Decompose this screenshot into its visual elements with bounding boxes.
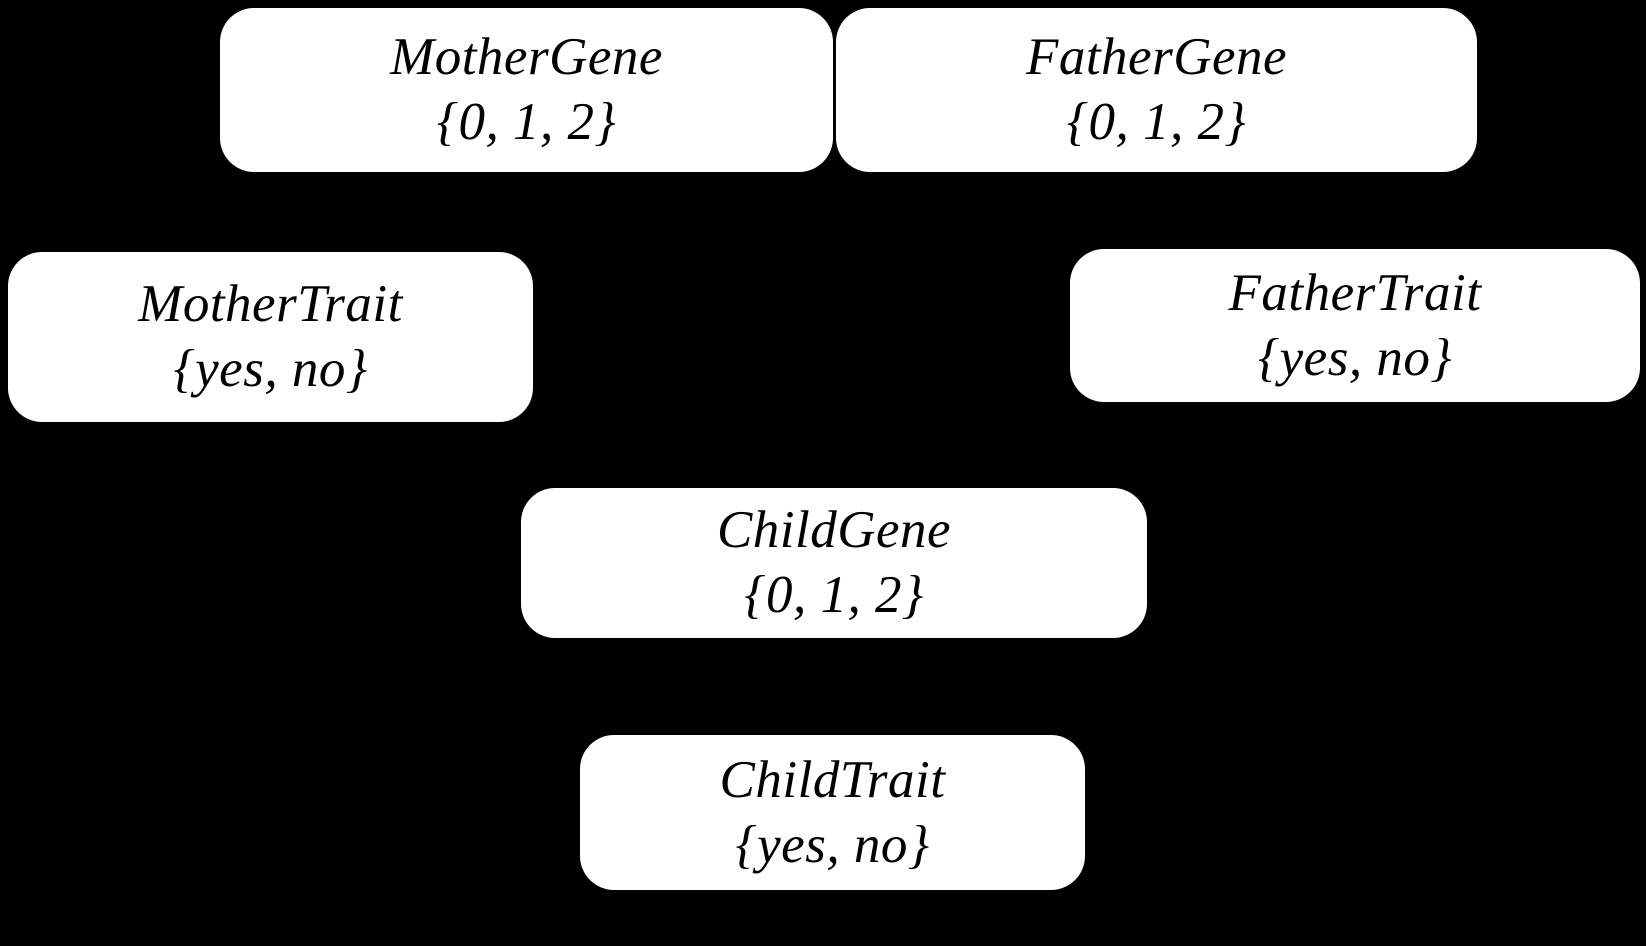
node-mother-trait-label: MotherTrait <box>138 275 403 334</box>
node-father-trait[interactable]: FatherTrait {yes, no} <box>1070 249 1640 402</box>
node-mother-gene-label: MotherGene <box>390 28 663 87</box>
node-father-trait-label: FatherTrait <box>1228 263 1482 322</box>
node-mother-gene[interactable]: MotherGene {0, 1, 2} <box>220 8 833 172</box>
node-child-trait-label: ChildTrait <box>719 750 946 809</box>
node-father-gene[interactable]: FatherGene {0, 1, 2} <box>836 8 1477 172</box>
node-mother-trait-domain: {yes, no} <box>173 340 368 398</box>
node-father-gene-label: FatherGene <box>1025 28 1288 87</box>
node-father-trait-domain: {yes, no} <box>1257 328 1453 387</box>
node-mother-trait[interactable]: MotherTrait {yes, no} <box>8 252 533 422</box>
node-child-trait[interactable]: ChildTrait {yes, no} <box>580 735 1085 890</box>
node-child-trait-domain: {yes, no} <box>735 815 930 874</box>
node-father-gene-domain: {0, 1, 2} <box>1066 93 1247 151</box>
node-child-gene-domain: {0, 1, 2} <box>744 566 924 624</box>
node-child-gene-label: ChildGene <box>716 501 952 560</box>
node-child-gene[interactable]: ChildGene {0, 1, 2} <box>521 488 1147 638</box>
node-mother-gene-domain: {0, 1, 2} <box>436 93 617 151</box>
